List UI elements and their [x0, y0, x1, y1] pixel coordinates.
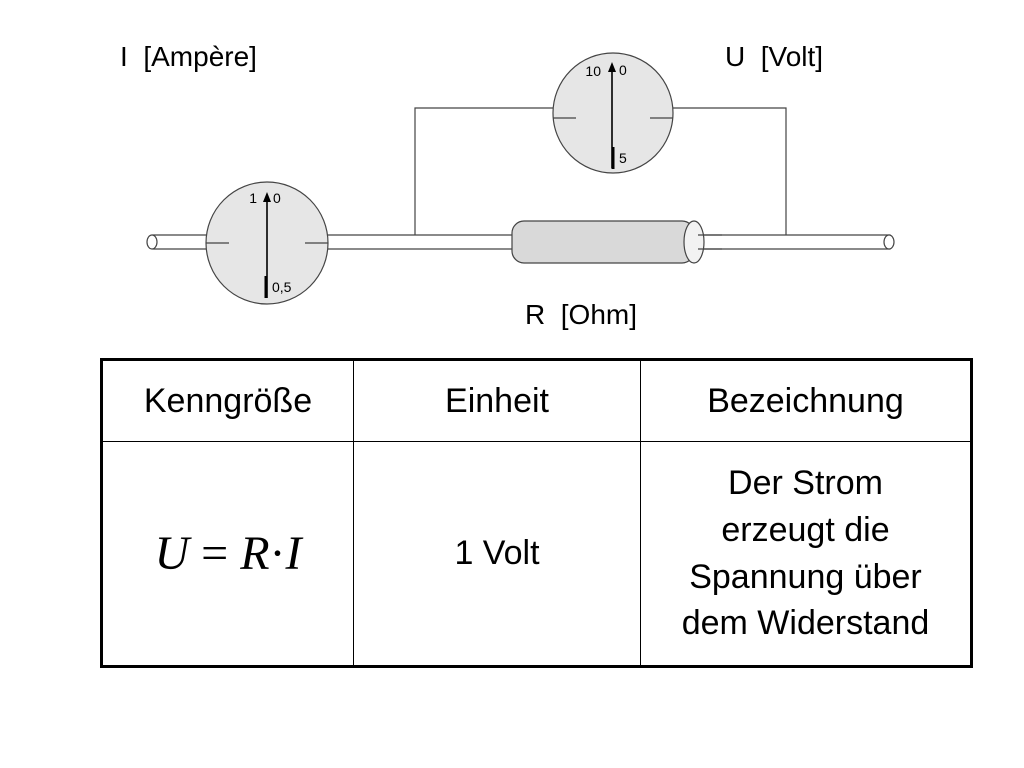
formula-u: U [154, 527, 190, 580]
header-einheit: Einheit [353, 359, 641, 442]
formula-r: R [240, 527, 270, 580]
ohms-law-formula: U = R·I [154, 527, 301, 580]
formula-equals: = [201, 527, 229, 580]
header-kenngroesse: Kenngröße [101, 359, 354, 442]
ammeter-scale-left: 1 [249, 190, 257, 206]
resistor [511, 220, 722, 264]
voltage-label: U [Volt] [725, 41, 824, 72]
voltmeter: 10 0 5 [552, 52, 674, 174]
circuit-diagram: 1 0 0,5 10 0 5 [146, 52, 895, 305]
ammeter-scale-bottom: 0,5 [272, 279, 292, 295]
voltmeter-scale-bottom: 5 [619, 150, 627, 166]
description-line: Spannung über [689, 557, 922, 596]
description-line: erzeugt die [721, 510, 890, 549]
formula-dot: · [269, 527, 286, 580]
resistance-label: R [Ohm] [525, 299, 638, 330]
description-line: dem Widerstand [681, 604, 930, 643]
formula-i: I [285, 527, 302, 580]
formula-cell: U = R·I [101, 441, 354, 667]
current-label: I [Ampère] [120, 41, 257, 72]
description-line: Der Strom [728, 463, 883, 502]
ammeter: 1 0 0,5 [205, 181, 329, 305]
table-row: U = R·I 1 Volt Der Strom erzeugt die Spa… [101, 441, 972, 667]
voltmeter-needle-arrow [608, 62, 616, 72]
header-bezeichnung: Bezeichnung [640, 359, 972, 442]
voltmeter-scale-right: 0 [619, 62, 627, 78]
voltmeter-wire [414, 107, 787, 235]
table-header-row: Kenngröße Einheit Bezeichnung [101, 359, 972, 442]
description-cell: Der Strom erzeugt die Spannung über dem … [640, 441, 972, 667]
unit-cell: 1 Volt [353, 441, 641, 667]
quantity-table: Kenngröße Einheit Bezeichnung U = R·I 1 … [100, 358, 973, 668]
ammeter-needle-arrow [263, 192, 271, 202]
ammeter-scale-right: 0 [273, 190, 281, 206]
voltmeter-scale-left: 10 [585, 63, 601, 79]
